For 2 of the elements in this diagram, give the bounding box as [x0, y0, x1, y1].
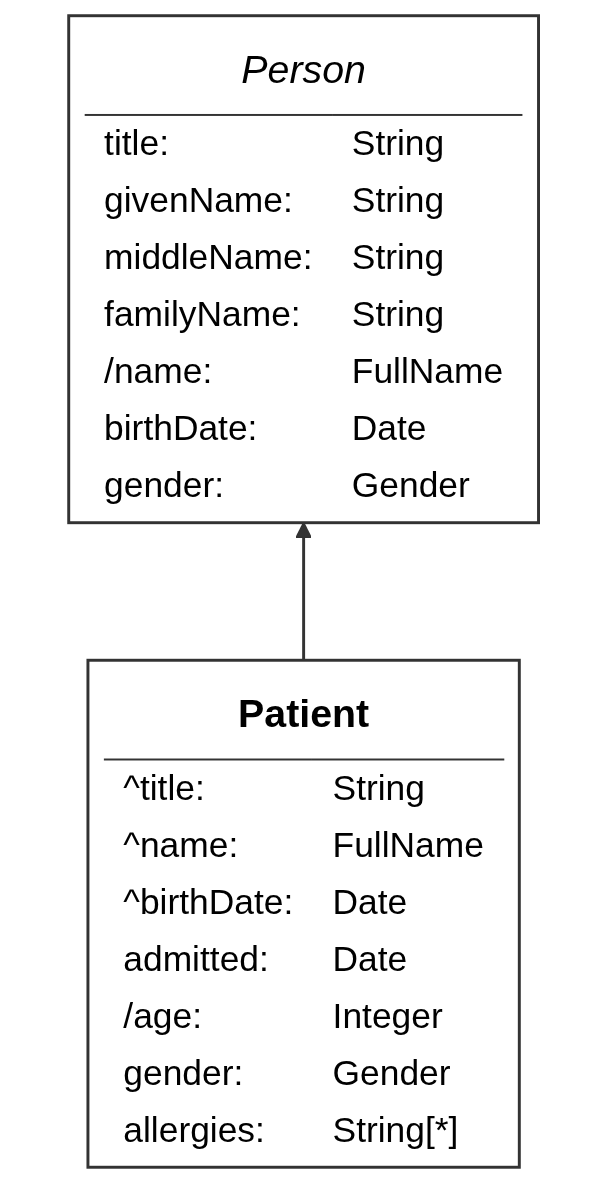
node-box: Person title: String givenName: String middleName: String familyName: String /name: FullName birthDate: Date gender: Gender	[67, 14, 541, 525]
node-box: Patient ^title: String ^name: FullName ^birthDate: Date admitted: Date /age: Integer gender: Gender allergies: String[*]	[86, 658, 522, 1169]
